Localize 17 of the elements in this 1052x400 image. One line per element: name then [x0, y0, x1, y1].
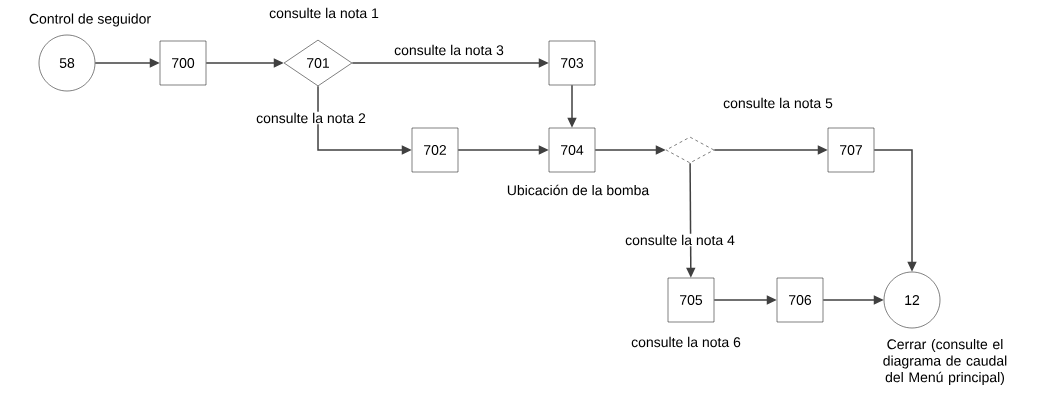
node-caption: Ubicación de la bomba [507, 184, 650, 196]
process-box: 702 [411, 127, 459, 173]
node-caption: consulte la nota 1 [269, 7, 379, 19]
process-box: 704 [548, 127, 596, 173]
edge-label: consulte la nota 4 [624, 233, 736, 247]
process-box: 700 [159, 40, 207, 86]
node-caption: Control de seguidor [29, 13, 151, 27]
process-box: 703 [548, 40, 596, 86]
decision-diamond [665, 136, 715, 164]
node-caption: consulte la nota 6 [631, 336, 741, 348]
edge-label: consulte la nota 3 [393, 43, 505, 57]
process-box: 705 [667, 277, 715, 323]
node-caption: Cerrar (consulte el diagrama de caudal del Menú principal) [883, 339, 1007, 386]
process-box: 707 [827, 127, 875, 173]
edge-label: consulte la nota 5 [722, 96, 834, 110]
edge-label: consulte la nota 2 [255, 111, 367, 125]
process-box: 706 [776, 277, 824, 323]
